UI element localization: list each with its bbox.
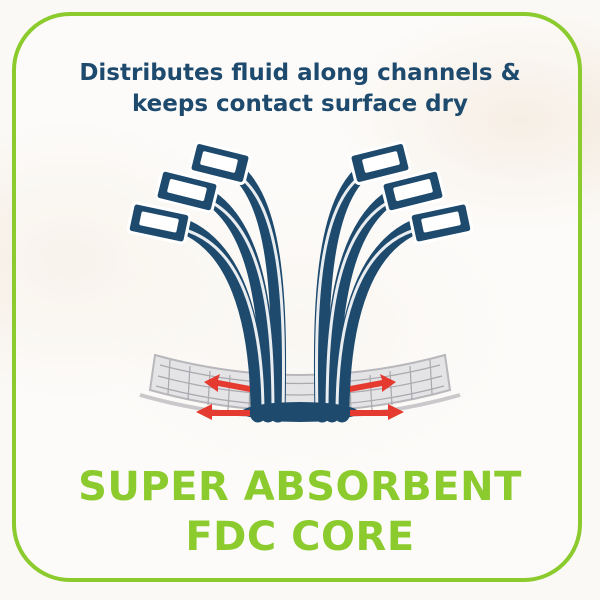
fluid-channels-icon (126, 141, 474, 423)
feature-description: Distributes fluid along channels & keeps… (40, 58, 560, 120)
feature-description-line-2: keeps contact surface dry (132, 91, 468, 117)
flow-arrow-icon (196, 374, 404, 420)
feature-card-border (12, 12, 582, 582)
feature-description-line-1: Distributes fluid along channels & (79, 60, 521, 86)
feature-title: SUPER ABSORBENT FDC CORE (20, 462, 580, 562)
feature-title-line-1: SUPER ABSORBENT (78, 464, 522, 510)
feature-title-line-2: FDC CORE (185, 514, 415, 560)
